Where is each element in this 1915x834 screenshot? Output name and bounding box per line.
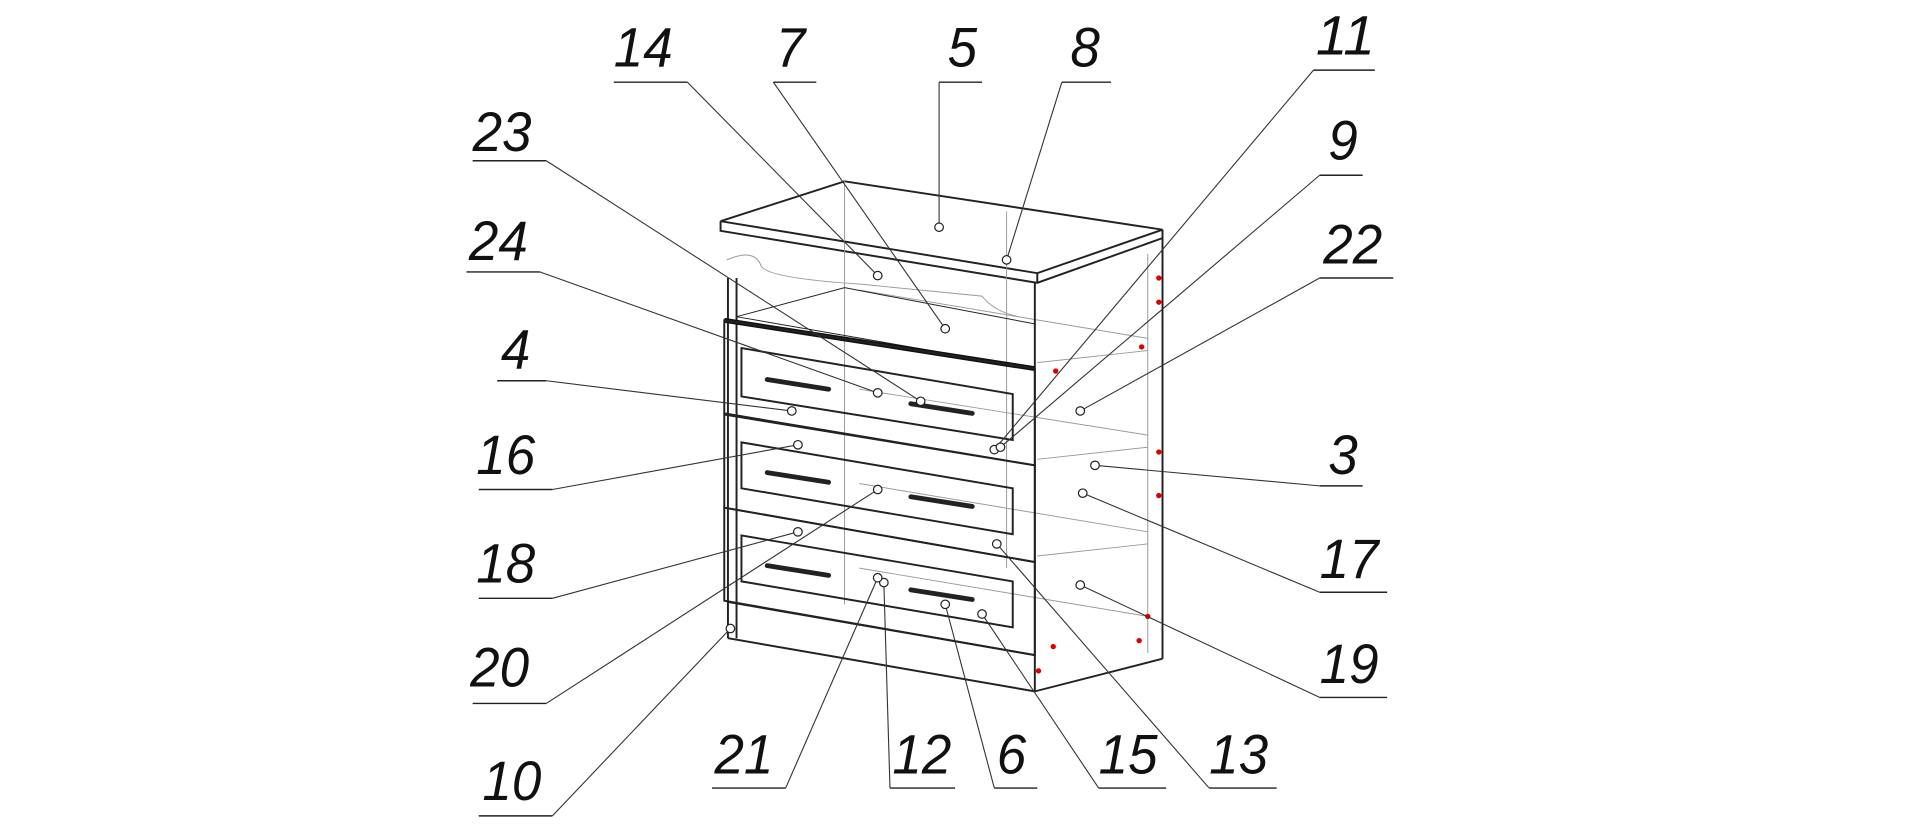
part-marker — [872, 387, 883, 398]
part-number-label: 8 — [1070, 16, 1099, 79]
part-marker — [934, 222, 944, 233]
part-number-label: 7 — [776, 16, 807, 79]
callout-3: 3 — [1090, 423, 1363, 487]
part-number-label: 6 — [997, 723, 1027, 786]
part-marker — [872, 572, 883, 583]
red-fastener-markers — [1035, 275, 1162, 674]
part-marker — [940, 599, 951, 610]
part-number-label: 22 — [1322, 213, 1382, 276]
leader-line — [1080, 584, 1320, 698]
callout-21: 21 — [711, 572, 883, 789]
part-number-label: 23 — [472, 100, 532, 163]
callout-13: 13 — [991, 539, 1277, 789]
callout-11: 11 — [989, 4, 1375, 455]
part-number-label: 13 — [1209, 723, 1268, 786]
leader-line — [1006, 82, 1063, 261]
part-number-label: 10 — [482, 750, 541, 813]
leader-line — [944, 604, 995, 789]
part-number-label: 12 — [892, 723, 951, 786]
part-number-label: 19 — [1320, 632, 1379, 695]
chest-of-drawers-drawing — [719, 180, 1164, 693]
part-number-label: 18 — [476, 532, 535, 595]
part-number-label: 17 — [1320, 527, 1381, 590]
callout-7: 7 — [772, 16, 951, 334]
callout-10: 10 — [478, 623, 736, 817]
part-number-label: 4 — [501, 318, 530, 381]
callout-labels: 23 24 4 16 18 20 10 14 7 5 8 11 9 22 3 17 19 13 15 6 12 21 — [466, 4, 1394, 817]
leader-line — [552, 628, 731, 817]
callout-16: 16 — [476, 423, 803, 491]
part-marker — [725, 623, 736, 634]
leader-line — [687, 81, 879, 276]
part-marker — [1075, 406, 1086, 416]
callout-23: 23 — [472, 100, 926, 407]
callout-12: 12 — [878, 577, 956, 789]
part-number-label: 20 — [469, 636, 529, 699]
callout-17: 17 — [1077, 488, 1388, 593]
leader-line — [1079, 277, 1320, 412]
leader-line — [552, 444, 799, 491]
leader-line — [785, 577, 879, 789]
part-number-label: 15 — [1099, 723, 1159, 786]
leader-line — [993, 69, 1314, 450]
part-marker — [872, 270, 883, 281]
part-marker — [1075, 580, 1086, 590]
leader-line — [1000, 174, 1320, 448]
part-number-label: 9 — [1328, 109, 1357, 172]
leader-line — [1094, 464, 1320, 487]
callout-8: 8 — [1001, 16, 1111, 265]
leader-line — [883, 582, 891, 789]
part-marker — [977, 609, 987, 619]
leader-line — [996, 543, 1210, 789]
part-number-label: 14 — [614, 16, 673, 79]
part-marker — [915, 396, 926, 407]
callout-24: 24 — [466, 209, 883, 398]
part-number-label: 3 — [1328, 423, 1357, 486]
callout-4: 4 — [497, 318, 797, 416]
callout-9: 9 — [995, 109, 1363, 453]
part-marker — [995, 442, 1006, 453]
leader-line — [1082, 492, 1320, 593]
leader-line — [545, 489, 879, 704]
part-number-label: 5 — [948, 16, 978, 79]
callout-22: 22 — [1075, 213, 1394, 416]
leader-line — [552, 531, 799, 599]
part-number-label: 21 — [713, 723, 773, 786]
callout-14: 14 — [614, 16, 883, 281]
callout-15: 15 — [977, 609, 1167, 789]
part-marker — [1001, 255, 1012, 265]
part-marker — [786, 406, 797, 416]
part-marker — [1077, 488, 1088, 498]
leader-line — [546, 380, 792, 412]
callout-18: 18 — [476, 526, 803, 600]
part-marker — [1090, 460, 1100, 471]
part-marker — [872, 484, 883, 495]
part-number-label: 11 — [1316, 4, 1375, 67]
drawer-fronts — [723, 319, 1036, 657]
leader-line — [539, 271, 878, 394]
part-marker — [793, 526, 803, 537]
callout-5: 5 — [934, 16, 983, 233]
part-marker — [940, 323, 951, 334]
part-marker — [793, 439, 803, 450]
leader-line — [981, 613, 1100, 789]
callout-20: 20 — [469, 484, 883, 705]
part-number-label: 16 — [476, 423, 536, 486]
leader-line — [772, 81, 946, 330]
part-number-label: 24 — [468, 209, 528, 272]
callout-19: 19 — [1075, 580, 1388, 699]
callout-6: 6 — [940, 599, 1038, 789]
leader-line — [545, 160, 921, 402]
part-marker — [991, 539, 1002, 549]
